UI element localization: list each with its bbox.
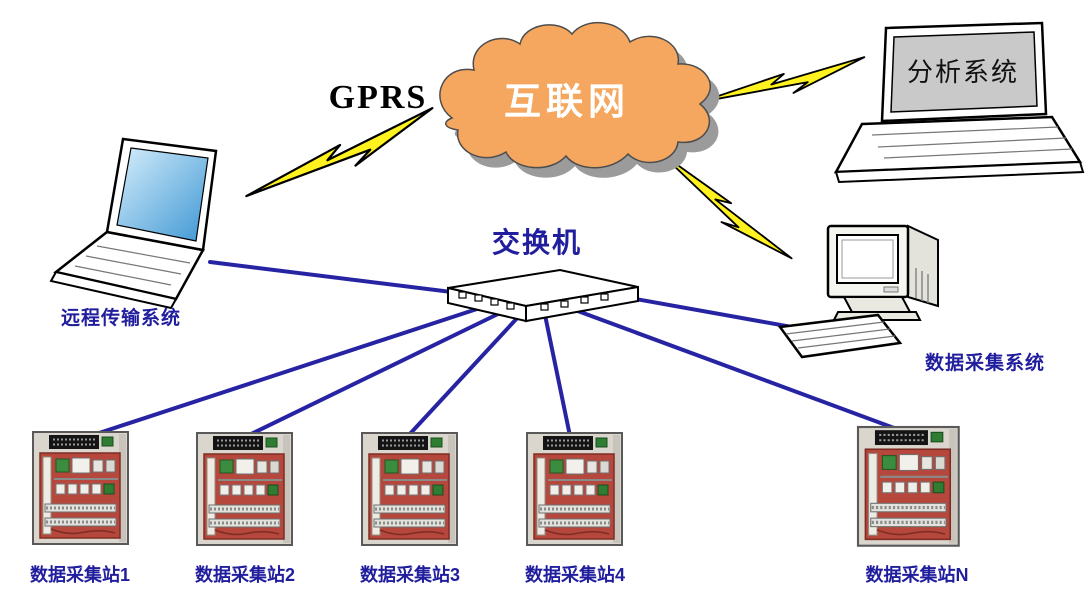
monitor-vents <box>915 268 929 303</box>
station1-label: 数据采集站1 <box>30 564 130 585</box>
laptop-screen <box>116 147 209 242</box>
remote-system-label: 远程传输系统 <box>61 306 181 329</box>
cabinet-station-3 <box>360 431 459 547</box>
analysis-system-label: 分析系统 <box>907 57 1019 87</box>
monitor-screen-inner <box>841 239 894 279</box>
switch-icon <box>447 268 639 323</box>
internet-cloud: 互联网 <box>439 21 720 178</box>
switch-label: 交换机 <box>492 226 582 258</box>
lightning-bolt-laptop-internet <box>236 106 443 200</box>
laptop-keys <box>74 245 191 286</box>
desktop-keys <box>785 321 896 349</box>
acquisition-system-label: 数据采集系统 <box>925 351 1045 374</box>
cabinet-station-2 <box>195 431 294 547</box>
lightning-bolt-internet-analysis <box>696 56 869 105</box>
cabinet-station-N <box>856 425 961 548</box>
cabinet-station-1 <box>31 430 130 546</box>
internet-label: 互联网 <box>504 81 630 122</box>
link-switch-station1 <box>88 306 482 438</box>
analysis-keys <box>871 126 1073 159</box>
desktop-computer-icon <box>777 224 939 359</box>
analysis-laptop-icon: 分析系统 <box>833 21 1085 184</box>
station4-label: 数据采集站4 <box>525 564 625 585</box>
stationN-label: 数据采集站N <box>866 564 969 585</box>
link-switch-station2 <box>245 311 502 438</box>
station3-label: 数据采集站3 <box>360 564 460 585</box>
link-switch-station3 <box>406 313 522 438</box>
monitor-stand <box>842 296 912 313</box>
laptop-front-lip <box>49 270 178 310</box>
analysis-screen <box>890 31 1038 113</box>
network-links <box>88 260 907 438</box>
analysis-front-lip <box>834 160 1085 184</box>
gprs-label: GPRS <box>329 79 428 116</box>
monitor-button <box>883 286 899 293</box>
monitor-side <box>907 224 939 308</box>
switch-front-right <box>525 285 639 323</box>
link-switch-stationN <box>573 308 907 434</box>
cabinet-station-4 <box>525 431 624 547</box>
station2-label: 数据采集站2 <box>195 564 295 585</box>
monitor-screen <box>836 234 899 284</box>
switch-ports <box>458 291 609 311</box>
link-switch-station4 <box>543 313 572 438</box>
desktop-keyboard <box>777 313 903 359</box>
laptop-icon <box>49 137 218 310</box>
